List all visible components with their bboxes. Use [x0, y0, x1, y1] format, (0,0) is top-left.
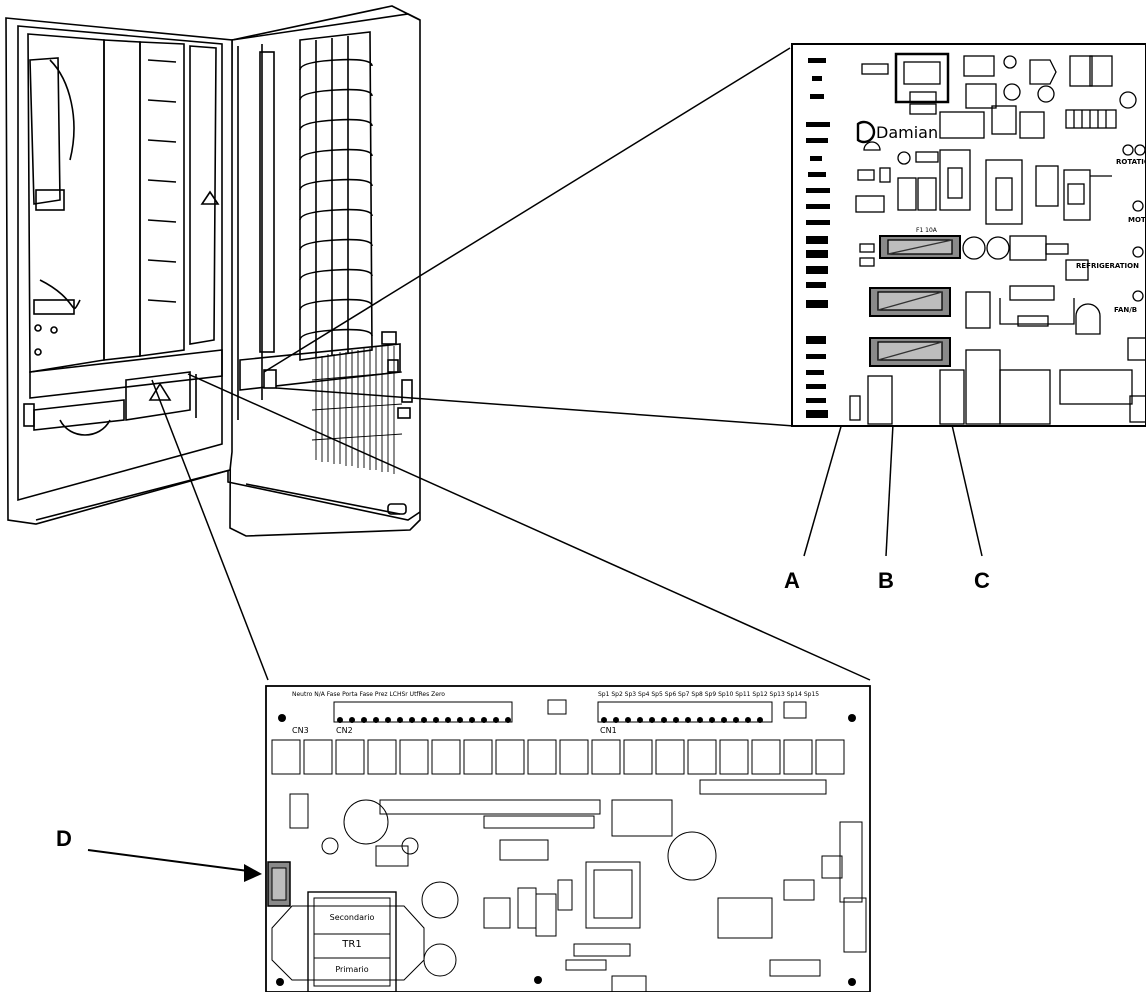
transformer-primary-label: Primario [335, 965, 368, 974]
transformer-name: TR1 [341, 939, 361, 950]
callout-label-b: B [878, 568, 894, 593]
right-label-refrigeration: REFRIGERATION [1076, 262, 1139, 270]
vending-machine [5, 5, 421, 537]
vent-grille [311, 346, 403, 474]
spiral-column [299, 31, 373, 361]
callout-label-d: D [56, 826, 72, 851]
right-label-motor: MOTOR [1128, 216, 1146, 224]
lower-board: Neutro N/A Fase Porta Fase Prez LCHSr Ut… [265, 685, 871, 992]
upper-board: Damian F1 10A [791, 43, 1146, 427]
callout-lines [87, 47, 983, 873]
connector-cn3: CN3 [292, 726, 309, 735]
lower-board-header-left: Neutro N/A Fase Porta Fase Prez LCHSr Ut… [292, 691, 445, 698]
fuse-label: F1 10A [916, 227, 938, 234]
transformer-tr1 [271, 891, 425, 992]
damian-logo-text: Damian [876, 123, 938, 142]
relay-row [271, 739, 845, 775]
lower-board-header-right: Sp1 Sp2 Sp3 Sp4 Sp5 Sp6 Sp7 Sp8 Sp9 Sp10… [598, 691, 819, 698]
right-label-fan: FAN/B [1114, 306, 1137, 314]
right-label-rotation: ROTATION [1116, 158, 1146, 166]
transformer-secondary-label: Secondario [330, 913, 375, 922]
callout-label-a: A [784, 568, 800, 593]
connector-cn1: CN1 [600, 726, 617, 735]
callout-label-c: C [974, 568, 990, 593]
connector-cn2: CN2 [336, 726, 353, 735]
